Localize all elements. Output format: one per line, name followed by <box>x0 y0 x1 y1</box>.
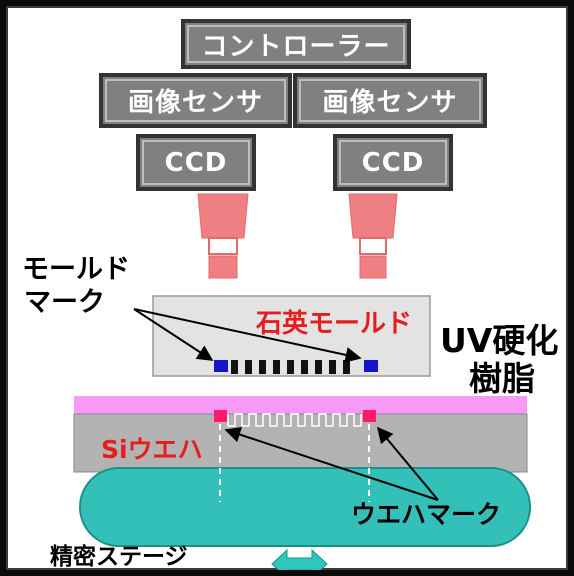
mold-mark-right <box>364 360 378 372</box>
stage-label: 精密ステージ <box>50 544 188 570</box>
controller-box: コントローラー <box>181 19 411 69</box>
image-sensor-box-left: 画像センサ <box>99 73 292 128</box>
mold-pattern <box>231 360 350 374</box>
wafer-pattern <box>227 413 362 427</box>
uv-resin-label-line2: 樹脂 <box>469 359 535 398</box>
arrow-wafer-mark-left <box>224 426 439 501</box>
annotation-arrows <box>133 308 439 501</box>
image-sensor-box-right: 画像センサ <box>293 73 487 128</box>
image-sensor-label: 画像センサ <box>127 88 263 118</box>
mold-mark-left <box>214 360 228 372</box>
ccd-label: CCD <box>164 147 228 178</box>
arrow-mold-mark-left <box>133 308 214 361</box>
mold-mark-label-line1: モールド <box>22 254 130 285</box>
mold-mark-label-line2: マーク <box>24 287 105 318</box>
wafer-mark-left <box>214 410 227 422</box>
ccd-box-left: CCD <box>136 134 256 191</box>
si-wafer-label: Siウエハ <box>101 435 203 464</box>
ccd-label: CCD <box>361 147 425 178</box>
stage-motion-arrow <box>271 548 328 570</box>
ccd-box-right: CCD <box>333 134 453 191</box>
camera-lens-right <box>348 193 398 279</box>
arrow-wafer-mark-right <box>376 426 439 501</box>
precision-stage <box>79 467 531 547</box>
alignment-lines <box>219 424 370 502</box>
arrow-mold-mark-right <box>133 308 362 363</box>
diagram-graphics <box>73 193 531 570</box>
image-sensor-label: 画像センサ <box>322 88 458 118</box>
wafer-mark-right <box>363 410 376 422</box>
uv-resin-label-line1: UV硬化 <box>440 321 559 360</box>
si-wafer <box>73 413 528 473</box>
quartz-mold-label: 石英モールド <box>256 309 413 339</box>
uv-resin-layer <box>74 396 527 414</box>
wafer-mark-label: ウエハマーク <box>351 500 502 529</box>
camera-lens-left <box>197 193 249 279</box>
controller-label: コントローラー <box>201 31 391 62</box>
